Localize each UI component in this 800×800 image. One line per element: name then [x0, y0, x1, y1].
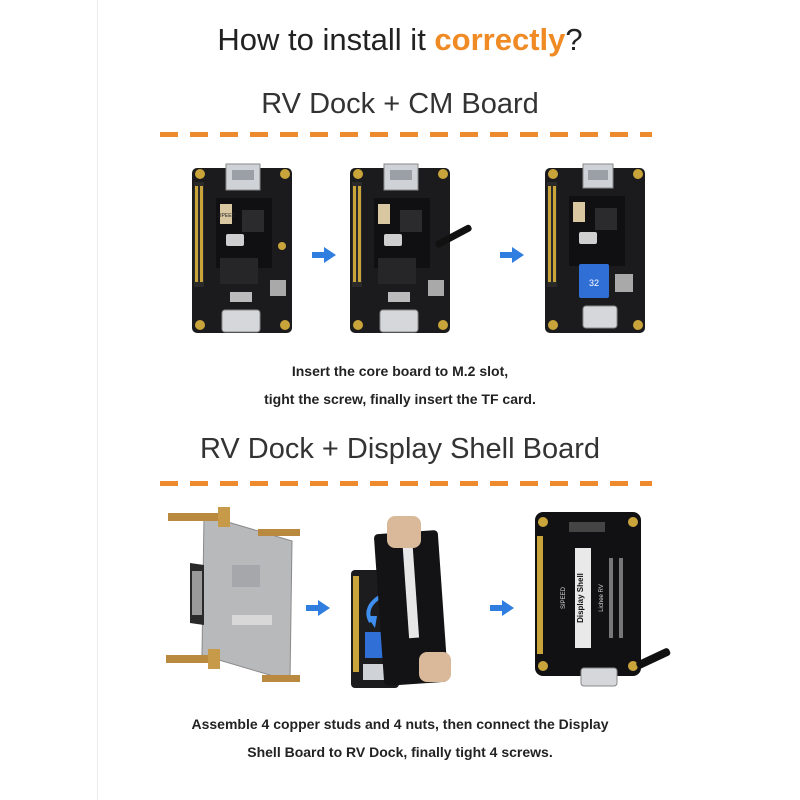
dock-with-studs — [166, 507, 300, 682]
section2-caption-line1: Assemble 4 copper studs and 4 nuts, then… — [191, 716, 609, 732]
arrow-right-icon — [306, 600, 330, 616]
dock-board-step2 — [350, 163, 472, 333]
section2-caption: Assemble 4 copper studs and 4 nuts, then… — [0, 710, 800, 766]
dock-board-step1: SIPEED — [192, 163, 292, 333]
section1-caption: Insert the core board to M.2 slot, tight… — [0, 357, 800, 413]
page-title: How to install it correctly? — [0, 22, 800, 58]
title-prefix: How to install it — [217, 22, 435, 57]
page-edge-line — [97, 0, 98, 800]
shell-connecting — [351, 516, 451, 688]
board1-chip-text: SIPEED — [217, 213, 236, 219]
shell-brand-text: SIPEED — [561, 586, 567, 609]
section1-caption-line1: Insert the core board to M.2 slot, — [291, 363, 509, 379]
title-suffix: ? — [565, 22, 583, 57]
section1-divider — [160, 132, 652, 137]
arrow-right-icon — [312, 247, 336, 263]
arrow-right-icon — [490, 600, 514, 616]
arrow-right-icon — [500, 247, 524, 263]
display-shell-board: Display Shell SIPEED Lichee RV — [535, 512, 671, 687]
shell-name-text: Display Shell — [576, 573, 585, 623]
section2-caption-line2: Shell Board to RV Dock, finally tight 4 … — [247, 744, 553, 760]
section2-divider — [160, 481, 652, 486]
shell-model-text: Lichee RV — [599, 584, 605, 612]
section1-title: RV Dock + CM Board — [261, 88, 539, 120]
section1-caption-line2: tight the screw, finally insert the TF c… — [264, 391, 536, 407]
section2-title: RV Dock + Display Shell Board — [199, 433, 600, 465]
title-accent: correctly — [434, 22, 566, 57]
dock-board-step3: 32 — [545, 163, 645, 333]
sd-card-label: 32 — [589, 278, 599, 288]
